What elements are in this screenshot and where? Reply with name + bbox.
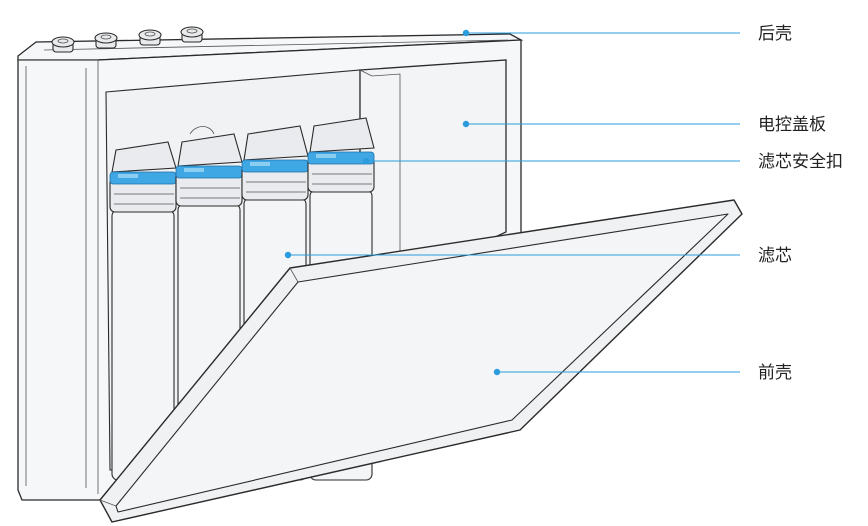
filter-cartridge xyxy=(109,141,177,481)
callout-label: 滤芯安全扣 xyxy=(758,152,843,172)
callout-label: 后壳 xyxy=(758,24,792,44)
fitting-knob xyxy=(138,29,162,46)
leader-dot xyxy=(462,120,470,128)
fitting-knob xyxy=(94,32,118,49)
callout-front-shell: 前壳 xyxy=(493,363,792,383)
callout-label: 前壳 xyxy=(758,363,792,383)
leader-dot xyxy=(462,29,470,37)
top-fittings xyxy=(51,26,204,53)
fitting-knob xyxy=(180,26,204,43)
fitting-knob xyxy=(51,36,75,53)
callout-filter: 滤芯 xyxy=(284,246,792,266)
callout-rear-shell: 后壳 xyxy=(462,24,792,44)
front-shell-door xyxy=(99,199,743,523)
leader-dot xyxy=(362,157,370,165)
callout-control-cover: 电控盖板 xyxy=(462,115,826,135)
leader-dot xyxy=(493,368,501,376)
callout-label: 滤芯 xyxy=(758,246,792,266)
leader-dot xyxy=(284,251,292,259)
callout-label: 电控盖板 xyxy=(758,115,826,135)
callout-filter-lock: 滤芯安全扣 xyxy=(362,152,843,172)
